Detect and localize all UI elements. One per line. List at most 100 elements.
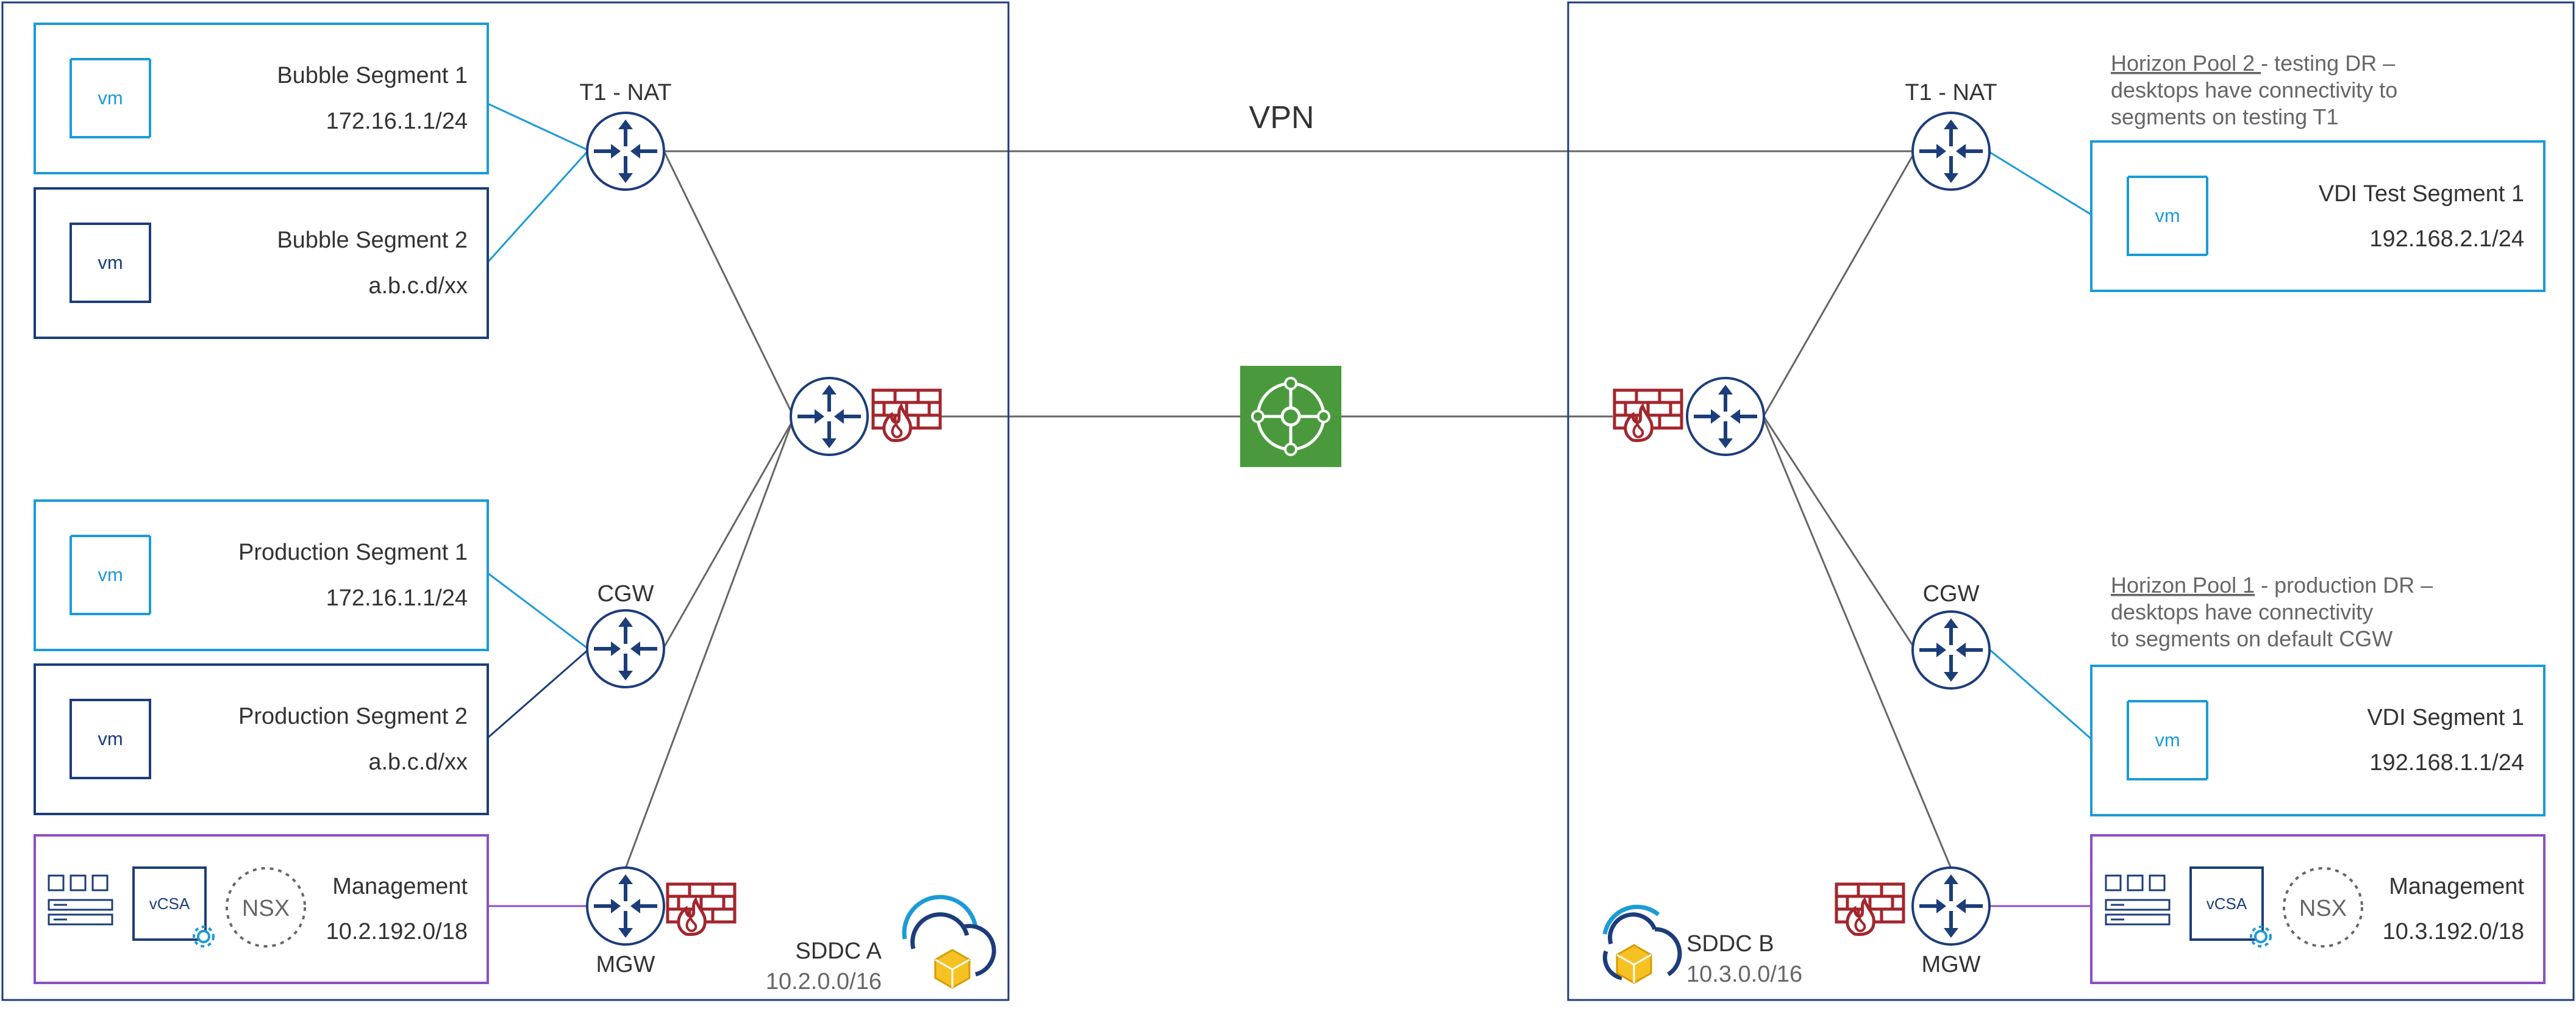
router-icon xyxy=(587,868,664,944)
segment-name: Production Segment 1 xyxy=(238,540,468,565)
router-icon xyxy=(1913,612,1989,688)
segment-name: Bubble Segment 2 xyxy=(277,227,468,253)
segment-name: Management xyxy=(332,874,468,899)
router-label: CGW xyxy=(1923,581,1980,607)
router-label: T1 - NAT xyxy=(1905,80,1997,105)
bubble-segment-2[interactable]: vm Bubble Segment 2 a.b.c.d/xx xyxy=(34,187,489,339)
vmc-cloud-icon xyxy=(902,894,996,989)
sddc-b-badge: SDDC B 10.3.0.0/16 xyxy=(1602,904,1802,987)
link-edgeb-mgwb xyxy=(1763,420,1952,869)
horizon-pool-2-title: Horizon Pool 2 xyxy=(2111,51,2261,76)
link-cgwb-vdi xyxy=(1989,649,2092,740)
link-bubble2-t1a xyxy=(487,151,588,263)
segment-subnet: 192.168.2.1/24 xyxy=(2369,226,2524,252)
vm-icon-label: vm xyxy=(2155,205,2180,226)
router-label: MGW xyxy=(596,952,655,977)
vdi-test-segment-1[interactable]: vm VDI Test Segment 1 192.168.2.1/24 xyxy=(2090,140,2546,292)
management-segment-a[interactable]: vCSA NSX Management 10.2.192.0/18 xyxy=(34,834,489,984)
horizon-pool-1-line1: - production DR – xyxy=(2255,573,2433,598)
sddc-b-container xyxy=(1567,1,2575,1001)
link-t1b-vditest xyxy=(1989,151,2092,216)
svg-text:Horizon Pool 1 - production DR: Horizon Pool 1 - production DR – xyxy=(2111,573,2433,598)
router-icon xyxy=(587,113,664,190)
sddc-a-badge: SDDC A 10.2.0.0/16 xyxy=(766,894,996,994)
horizon-pool-2-line1: - testing DR – xyxy=(2261,51,2395,76)
sddc-b-cidr: 10.3.0.0/16 xyxy=(1686,962,1802,987)
segment-name: Bubble Segment 1 xyxy=(277,63,468,88)
nsx-label: NSX xyxy=(2299,896,2347,921)
vm-icon-label: vm xyxy=(98,252,123,273)
vpn-label: VPN xyxy=(1249,100,1315,135)
segment-name: VDI Test Segment 1 xyxy=(2319,181,2524,207)
router-label: MGW xyxy=(1921,952,1980,977)
mgw-router-b[interactable]: MGW xyxy=(1913,868,1989,977)
vm-icon-label: vm xyxy=(98,564,123,585)
transit-gateway[interactable] xyxy=(1240,366,1341,467)
mgw-firewall-icon-a xyxy=(668,884,735,935)
segment-subnet: 192.168.1.1/24 xyxy=(2369,750,2524,776)
edge-firewall-icon-b xyxy=(1614,390,1682,441)
horizon-pool-1-note: Horizon Pool 1 - production DR – desktop… xyxy=(2111,573,2433,651)
vdi-segment-1[interactable]: vm VDI Segment 1 192.168.1.1/24 xyxy=(2090,665,2546,816)
mgw-firewall-icon-b xyxy=(1836,884,1903,935)
router-icon xyxy=(587,610,664,687)
router-icon xyxy=(1687,378,1764,455)
sddc-a-cidr: 10.2.0.0/16 xyxy=(766,969,882,994)
vcsa-label: vCSA xyxy=(149,894,190,913)
segment-subnet: 10.3.192.0/18 xyxy=(2383,919,2524,944)
segment-name: Production Segment 2 xyxy=(238,704,468,729)
cgw-router-b[interactable]: CGW xyxy=(1913,581,1989,688)
segment-subnet: a.b.c.d/xx xyxy=(368,749,468,775)
horizon-pool-2-note: Horizon Pool 2 - testing DR – desktops h… xyxy=(2111,51,2397,129)
management-segment-b[interactable]: vCSA NSX Management 10.3.192.0/18 xyxy=(2090,834,2546,984)
t1-nat-router-a[interactable]: T1 - NAT xyxy=(579,80,672,190)
vmc-cloud-icon xyxy=(1602,904,1682,984)
sddc-a-container xyxy=(1,1,1010,1001)
link-cgwa-edgea xyxy=(663,420,794,647)
horizon-pool-1-line2: desktops have connectivity xyxy=(2111,599,2373,624)
link-mgwa-edgea xyxy=(624,420,794,869)
link-edgeb-t1b xyxy=(1763,152,1916,415)
vcsa-icon xyxy=(132,866,207,941)
link-prod1-cgwa xyxy=(487,572,587,649)
vm-icon-label: vm xyxy=(98,728,123,749)
segment-subnet: a.b.c.d/xx xyxy=(368,273,468,299)
vcsa-icon xyxy=(2189,866,2264,941)
link-t1a-edgea xyxy=(663,152,794,415)
nsx-icon xyxy=(2283,867,2363,948)
connection-lines xyxy=(487,102,2092,907)
vcsa-label: vCSA xyxy=(2207,894,2247,913)
sddc-b-name: SDDC B xyxy=(1686,931,1774,957)
nsx-label: NSX xyxy=(242,896,290,921)
segment-subnet: 172.16.1.1/24 xyxy=(326,109,468,134)
vm-icon-label: vm xyxy=(98,87,123,109)
cgw-router-a[interactable]: CGW xyxy=(587,581,664,687)
production-segment-2[interactable]: vm Production Segment 2 a.b.c.d/xx xyxy=(34,663,489,815)
segment-name: Management xyxy=(2389,874,2524,899)
horizon-pool-2-line2: desktops have connectivity to xyxy=(2111,77,2397,102)
link-bubble1-t1a xyxy=(487,102,587,151)
router-icon xyxy=(791,378,868,455)
bubble-segment-1[interactable]: vm Bubble Segment 1 172.16.1.1/24 xyxy=(34,23,489,174)
edge-router-b[interactable] xyxy=(1687,378,1764,455)
segment-subnet: 10.2.192.0/18 xyxy=(326,919,468,944)
router-icon xyxy=(1913,113,1989,190)
horizon-pool-1-line3: to segments on default CGW xyxy=(2111,626,2392,651)
router-label: T1 - NAT xyxy=(579,80,671,105)
link-edgeb-cgwb xyxy=(1763,417,1916,649)
horizon-pool-1-title: Horizon Pool 1 xyxy=(2111,573,2255,598)
production-segment-1[interactable]: vm Production Segment 1 172.16.1.1/24 xyxy=(34,499,489,651)
vm-icon-label: vm xyxy=(2155,729,2180,751)
t1-nat-router-b[interactable]: T1 - NAT xyxy=(1905,80,1997,190)
segment-name: VDI Segment 1 xyxy=(2367,705,2524,730)
router-icon xyxy=(1913,868,1989,944)
router-label: CGW xyxy=(598,581,654,607)
segment-subnet: 172.16.1.1/24 xyxy=(326,585,468,611)
svg-text:Horizon Pool 2 - testing DR –: Horizon Pool 2 - testing DR – xyxy=(2111,51,2395,76)
edge-router-a[interactable] xyxy=(791,378,868,455)
link-prod2-cgwa xyxy=(487,650,587,739)
edge-firewall-icon-a xyxy=(873,390,940,441)
sddc-a-name: SDDC A xyxy=(796,938,882,964)
mgw-router-a[interactable]: MGW xyxy=(587,868,664,977)
